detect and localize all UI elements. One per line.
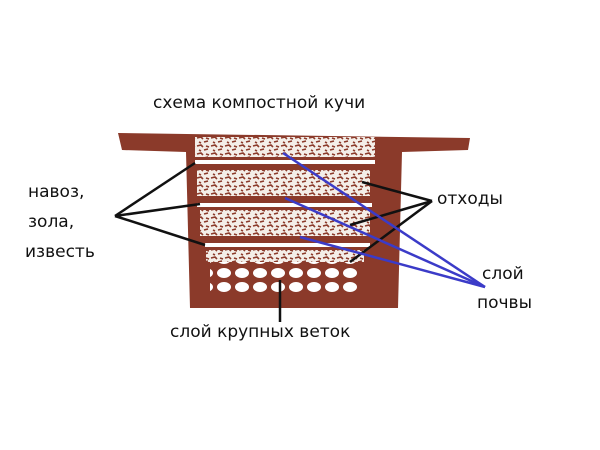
amendment-layer-3 [205,243,370,247]
label-soil-2: почвы [477,293,533,313]
label-soil-1: слой [482,264,524,284]
label-manure: навоз, [28,182,85,202]
waste-layer-1 [195,137,375,157]
pointer-lines-waste [349,180,433,264]
pointer-lines-soil [282,151,486,289]
diagram-title: схема компостной кучи [153,93,366,113]
branches-layer [210,262,360,294]
label-branches: слой крупных веток [170,322,351,342]
label-ash: зола, [28,212,75,232]
pointer-lines-left [114,161,206,247]
amendment-layer-2 [197,203,372,207]
amendment-layer-1 [195,160,375,164]
waste-layer-4 [206,250,364,262]
label-waste: отходы [437,189,503,209]
waste-layer-3 [200,210,370,236]
label-lime: известь [25,242,95,262]
